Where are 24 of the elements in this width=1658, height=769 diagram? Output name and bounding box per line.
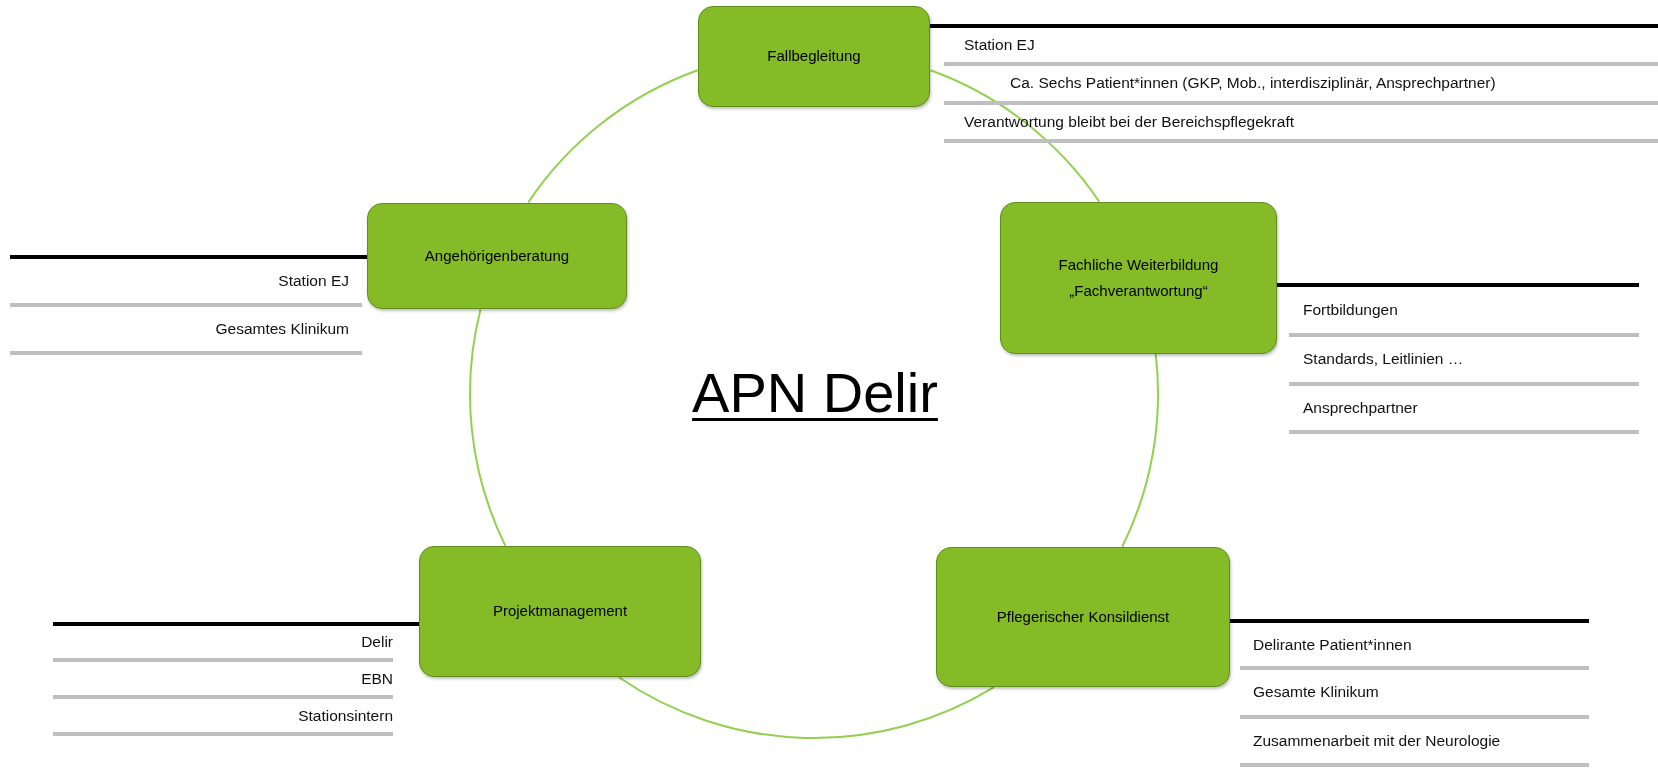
list-item: EBN bbox=[361, 668, 393, 689]
connector-arc bbox=[617, 676, 995, 739]
list-item: Gesamtes Klinikum bbox=[215, 318, 349, 339]
process-box: Pflegerischer Konsildienst bbox=[936, 547, 1230, 687]
list-item: Standards, Leitlinien … bbox=[1303, 349, 1464, 370]
list-item: Zusammenarbeit mit der Neurologie bbox=[1253, 730, 1501, 751]
process-box: Angehörigenberatung bbox=[367, 203, 627, 309]
list-item: Station EJ bbox=[964, 35, 1035, 55]
list-item: Fortbildungen bbox=[1303, 300, 1398, 320]
list-item: Station EJ bbox=[278, 271, 349, 291]
process-box: Fachliche Weiterbildung „Fachverantwortung“ bbox=[1000, 202, 1277, 354]
list-item: Stationsintern bbox=[298, 705, 393, 726]
process-box: Projektmanagement bbox=[419, 546, 701, 677]
list-item: Delirante Patient*innen bbox=[1253, 634, 1412, 655]
connector-arc bbox=[1121, 353, 1160, 548]
list-item: Gesamte Klinikum bbox=[1253, 682, 1379, 703]
connector-arc bbox=[929, 69, 1101, 203]
list-item: Delir bbox=[361, 632, 393, 652]
process-box: Fallbegleitung bbox=[698, 6, 930, 107]
connector-arc bbox=[469, 308, 507, 547]
diagram-title: APN Delir bbox=[691, 360, 939, 425]
list-item: Ca. Sechs Patient*innen (GKP, Mob., interdisziplinär, Ansprechpartner) bbox=[1010, 73, 1496, 94]
list-item: Ansprechpartner bbox=[1303, 397, 1418, 418]
connector-arc bbox=[527, 69, 699, 204]
